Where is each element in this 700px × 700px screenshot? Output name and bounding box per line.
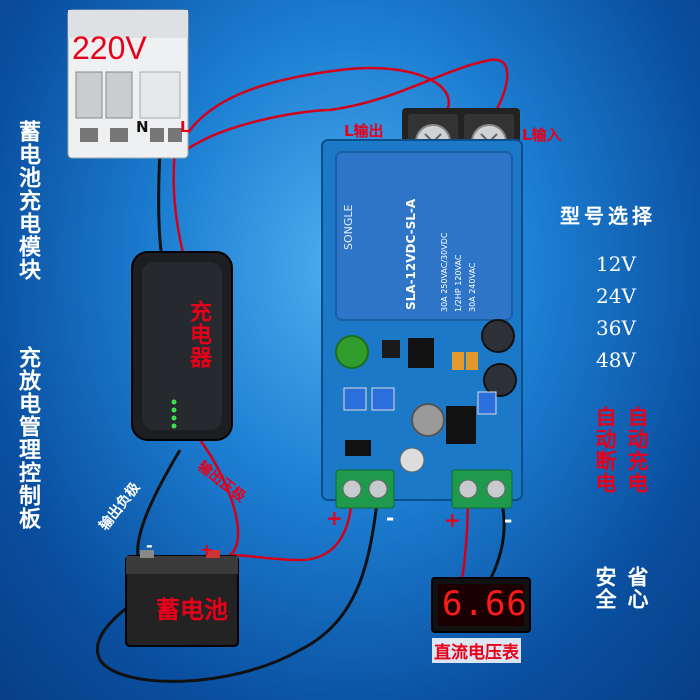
charger-label: 充电器 <box>186 300 211 369</box>
battery-body <box>125 550 239 647</box>
relay-rating-3: 30A 240VAC <box>468 262 477 312</box>
battery-plus: + <box>200 540 214 559</box>
auto-charge-label: 自动充电 <box>625 406 650 494</box>
red-wire <box>176 66 451 151</box>
charger-body <box>131 251 233 441</box>
relay-l-output-label: L输出 <box>344 122 384 140</box>
red-wire <box>229 494 354 562</box>
terminal-right-plus: + <box>444 508 461 532</box>
safe-label: 安全 <box>593 566 618 610</box>
black-wire <box>157 149 164 261</box>
left-title-line1: 蓄电池充电模块 <box>15 120 41 281</box>
terminal-right-minus: - <box>504 508 513 532</box>
breaker-terminal-n: N <box>136 118 149 136</box>
left-title-line2: 充放电管理控制板 <box>15 346 41 530</box>
auto-cut-label: 自动断电 <box>593 406 618 494</box>
battery-label: 蓄电池 <box>156 596 228 624</box>
voltmeter-label: 直流电压表 <box>432 638 521 663</box>
terminal-left-plus: + <box>326 506 343 530</box>
model-option-48v: 48V <box>596 348 636 372</box>
voltmeter-reading: 6.66 <box>442 584 528 624</box>
model-option-12v: 12V <box>596 252 636 276</box>
battery-minus: - <box>146 536 153 555</box>
red-wire <box>172 149 187 263</box>
terminal-left-minus: - <box>386 506 395 530</box>
voltmeter-body <box>431 577 531 633</box>
relay-rating-1: 30A 250VAC/30VDC <box>440 232 449 312</box>
black-wire <box>96 494 380 683</box>
breaker <box>67 9 189 159</box>
breaker-voltage-label: 220V <box>72 30 147 66</box>
relay-l-input-label: L输入 <box>522 126 562 144</box>
pcb-board <box>321 139 523 509</box>
relay-model: SLA-12VDC-SL-A <box>404 198 418 310</box>
model-option-36v: 36V <box>596 316 636 340</box>
red-wire <box>185 58 509 152</box>
model-option-24v: 24V <box>596 284 636 308</box>
breaker-terminal-l: L <box>180 118 190 136</box>
model-select-title: 型号选择 <box>560 204 656 228</box>
relay-rating-2: 1/2HP 120VAC <box>454 254 463 312</box>
relay-brand: SONGLE <box>342 204 355 250</box>
save-worry-label: 省心 <box>625 566 650 610</box>
